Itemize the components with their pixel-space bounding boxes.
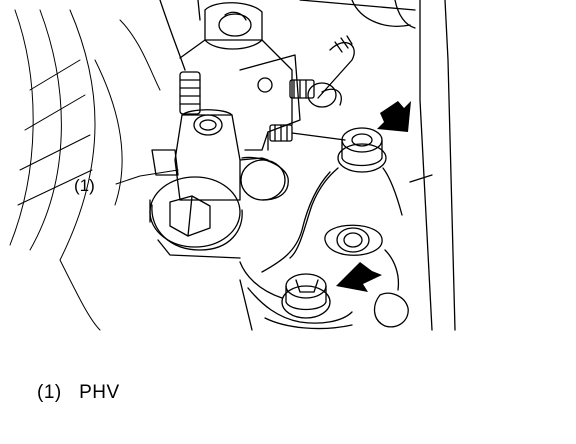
upper-right-pipe <box>289 35 355 108</box>
callout-number: (1) <box>74 176 95 195</box>
callout-leader <box>115 169 179 185</box>
legend-text: PHV <box>79 382 120 403</box>
top-fitting <box>159 0 293 126</box>
bracket <box>239 54 301 151</box>
hex-plug <box>149 176 243 259</box>
upper-bolt <box>337 127 387 173</box>
phv-body <box>151 109 289 201</box>
legend-entry: (1) PHV <box>37 382 120 404</box>
background-contours <box>9 9 161 331</box>
arrow-icon <box>377 101 411 132</box>
lower-bolt <box>281 273 331 319</box>
frame-lines <box>299 0 456 331</box>
gasket-plate <box>239 167 433 331</box>
middle-bolt <box>324 224 383 256</box>
small-threaded-bolt <box>269 124 346 142</box>
legend-number: (1) <box>37 382 62 403</box>
arrow-icon <box>336 262 382 292</box>
threaded-stem <box>179 71 201 115</box>
